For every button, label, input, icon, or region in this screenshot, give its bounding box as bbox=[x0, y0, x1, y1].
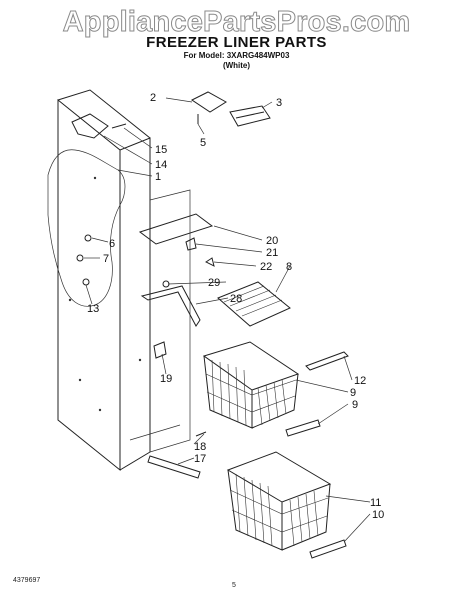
callout-14: 14 bbox=[155, 159, 167, 171]
slide-support-part bbox=[140, 285, 201, 327]
callout-9-lower: 10 bbox=[372, 509, 384, 521]
callout-11: 11 bbox=[370, 497, 381, 509]
trim-bar-part bbox=[147, 455, 201, 479]
hanger-part bbox=[191, 91, 271, 127]
upper-basket-part bbox=[202, 341, 300, 429]
callout-17: 17 bbox=[194, 453, 206, 465]
fitting-b-part bbox=[76, 254, 84, 262]
page-number: 5 bbox=[232, 582, 236, 589]
shelf-part bbox=[217, 281, 291, 327]
page-title: FREEZER LINER PARTS bbox=[146, 34, 327, 51]
leader-lines bbox=[84, 97, 371, 543]
basket-front-lower-part bbox=[309, 539, 347, 559]
callout-19: 19 bbox=[160, 373, 172, 385]
model-line: For Model: 3XARG484WP03 bbox=[183, 51, 290, 60]
callout-8: 8 bbox=[286, 261, 292, 273]
rail-part bbox=[305, 351, 349, 371]
fitting-a-part bbox=[84, 234, 92, 242]
lower-basket-part bbox=[226, 451, 332, 551]
callout-20: 20 bbox=[266, 235, 278, 247]
bracket-part bbox=[71, 113, 109, 139]
callout-28: 28 bbox=[230, 293, 242, 305]
clip-small-part bbox=[205, 257, 215, 267]
basket-front-part bbox=[285, 419, 321, 437]
fitting-c-part bbox=[82, 278, 90, 286]
callout-22: 22 bbox=[260, 261, 272, 273]
liner-part bbox=[47, 89, 191, 472]
callout-29: 29 bbox=[208, 277, 220, 289]
callout-10: 9 bbox=[350, 387, 356, 399]
callout-7: 7 bbox=[103, 253, 109, 265]
callout-numbers: 2 3 5 15 14 1 6 7 13 20 21 22 8 29 28 19… bbox=[87, 92, 384, 521]
screw-lower-part bbox=[195, 431, 207, 437]
callout-15: 15 bbox=[155, 144, 167, 156]
callout-21: 21 bbox=[266, 247, 278, 259]
callout-12: 12 bbox=[354, 375, 366, 387]
callout-2: 2 bbox=[150, 92, 156, 104]
callout-18: 18 bbox=[194, 441, 206, 453]
side-bracket-part bbox=[153, 341, 167, 359]
callout-3: 3 bbox=[276, 97, 282, 109]
screw-part bbox=[111, 123, 127, 129]
callout-13: 13 bbox=[87, 303, 99, 315]
clip-part bbox=[185, 237, 197, 251]
callout-6: 6 bbox=[109, 238, 115, 250]
callout-5: 5 bbox=[200, 137, 206, 149]
footer-code: 4379697 bbox=[13, 577, 41, 584]
cover-plate-part bbox=[138, 213, 214, 245]
callout-9-upper: 9 bbox=[352, 399, 358, 411]
color-line: (White) bbox=[222, 61, 251, 70]
callout-1: 1 bbox=[155, 171, 161, 183]
watermark: AppliancePartsPros.com bbox=[62, 6, 411, 39]
